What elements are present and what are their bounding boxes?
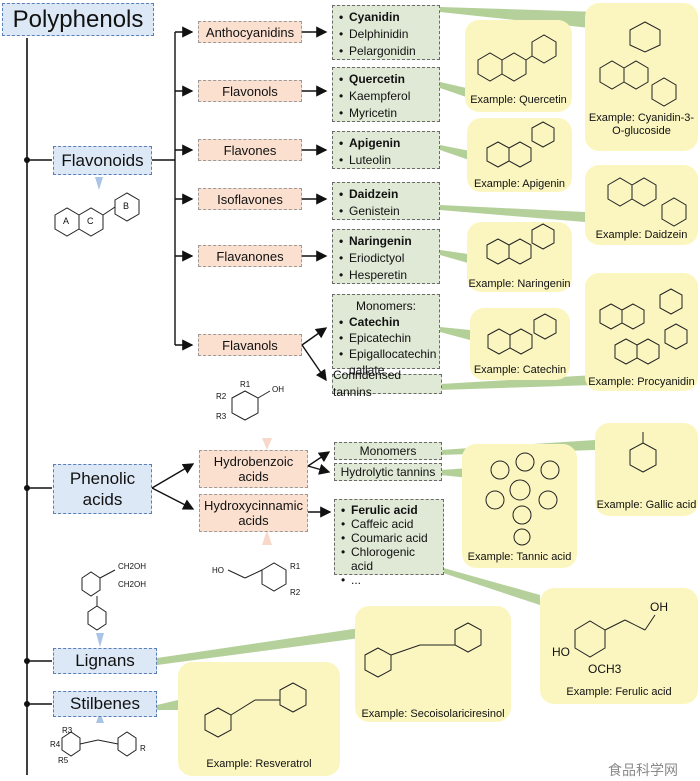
- compound-kaempferol: Kaempferol: [339, 88, 433, 105]
- caption-naringenin: Example: Naringenin: [468, 278, 571, 290]
- hydrobenzoic-label-1: Hydrobenzoic: [213, 454, 294, 469]
- compound-genistein: Genistein: [339, 203, 433, 220]
- ferulic-och3: OCH3: [588, 662, 622, 676]
- cinnamic-ho: HO: [212, 566, 224, 575]
- compound-myricetin: Myricetin: [339, 105, 433, 122]
- compound-chlorogenic-acid: Chlorogenic acid: [341, 545, 437, 573]
- class-phenolic-acids: Phenolic acids: [53, 464, 152, 514]
- compound-naringenin: Naringenin: [339, 233, 433, 250]
- caption-daidzein: Example: Daidzein: [595, 229, 688, 241]
- list-flavones: Apigenin Luteolin: [332, 131, 440, 169]
- subclass-flavonols: Flavonols: [198, 80, 302, 102]
- list-isoflavones: Daidzein Genistein: [332, 182, 440, 220]
- list-flavanols: Monomers: Catechin Epicatechin Epigalloc…: [332, 294, 440, 377]
- compound-epicatechin: Epicatechin: [339, 330, 433, 346]
- subclass-hydroxycinnamic-acids: Hydroxycinnamic acids: [199, 494, 308, 532]
- compound-quercetin: Quercetin: [339, 71, 433, 88]
- caption-gallic-acid: Example: Gallic acid: [596, 499, 697, 511]
- flavan-label-c: C: [87, 216, 94, 226]
- ferulic-oh: OH: [650, 600, 668, 614]
- compound-cyanidin: Cyanidin: [339, 9, 433, 26]
- list-flavanones: Naringenin Eriodictyol Hesperetin: [332, 229, 440, 284]
- caption-cyanidin: Example: Cyanidin-3- O-glucoside: [585, 112, 698, 138]
- list-hydroxycinnamic: Ferulic acid Caffeic acid Coumaric acid …: [334, 499, 444, 587]
- compound-hesperetin: Hesperetin: [339, 267, 433, 284]
- compound-apigenin: Apigenin: [339, 135, 433, 152]
- compound-delphinidin: Delphinidin: [339, 26, 433, 43]
- cinnamic-r1: R1: [290, 562, 301, 571]
- compound-epigallocatechin-cont: gallate: [349, 363, 385, 377]
- compound-epigallocatechin: Epigallocatechin: [339, 346, 436, 362]
- blue-pointer-wedges: [95, 177, 104, 723]
- compound-eriodictyol: Eriodictyol: [339, 250, 433, 267]
- benzoic-r1: R1: [240, 380, 251, 389]
- watermark: 食品科学网: [608, 763, 678, 779]
- list-anthocyanidins: Cyanidin Delphinidin Pelargonidin: [332, 5, 440, 60]
- benzoic-r3: R3: [216, 412, 227, 421]
- class-lignans: Lignans: [53, 648, 157, 674]
- compound-ellipsis: ...: [341, 573, 437, 587]
- stilbene-r5: R5: [58, 756, 69, 765]
- list-flavonols: Quercetin Kaempferol Myricetin: [332, 67, 440, 122]
- subclass-hydrobenzoic-acids: Hydrobenzoic acids: [199, 450, 308, 488]
- caption-procyanidin: Example: Procyanidin: [588, 376, 695, 388]
- stilbene-r3: R3: [62, 726, 73, 735]
- subclass-flavones: Flavones: [198, 139, 302, 161]
- flavan-label-a: A: [63, 216, 70, 226]
- title-polyphenols: Polyphenols: [2, 3, 154, 36]
- compound-pelargonidin: Pelargonidin: [339, 43, 433, 60]
- compound-catechin: Catechin: [339, 314, 433, 330]
- compound-ferulic-acid: Ferulic acid: [341, 503, 437, 517]
- hydroxycinnamic-label-2: acids: [238, 513, 269, 528]
- caption-cyanidin-line2: O-glucoside: [612, 125, 671, 137]
- caption-catechin: Example: Catechin: [473, 364, 567, 376]
- hydrolytic-tannins: Hydrolytic tannins: [334, 463, 442, 481]
- subclass-flavanones: Flavanones: [198, 245, 302, 267]
- stilbene-r: R: [140, 744, 146, 753]
- stilbene-r4: R4: [50, 740, 61, 749]
- panel-tannic-acid: [462, 444, 577, 568]
- benzoic-r2: R2: [216, 392, 227, 401]
- subclass-flavanols: Flavanols: [198, 334, 302, 356]
- phenolic-monomers: Monomers: [334, 442, 442, 460]
- hydroxycinnamic-label-1: Hydroxycinnamic: [204, 498, 303, 513]
- caption-cyanidin-line1: Example: Cyanidin-3-: [588, 112, 695, 124]
- subclass-anthocyanidins: Anthocyanidins: [198, 21, 302, 43]
- lignan-ch2oh-1: CH2OH: [118, 562, 147, 571]
- compound-luteolin: Luteolin: [339, 152, 433, 169]
- caption-quercetin: Example: Quercetin: [470, 94, 567, 106]
- caption-tannic-acid: Example: Tannic acid: [467, 551, 572, 563]
- caption-secoisolariciresinol: Example: Secoisolariciresinol: [361, 708, 505, 720]
- cinnamic-r2: R2: [290, 588, 301, 597]
- compound-daidzein: Daidzein: [339, 186, 433, 203]
- ferulic-ho: HO: [552, 645, 570, 659]
- benzoic-oh: OH: [272, 385, 284, 394]
- caption-apigenin: Example: Apigenin: [473, 178, 566, 190]
- caption-ferulic-acid: Example: Ferulic acid: [566, 686, 672, 698]
- subclass-isoflavones: Isoflavones: [198, 188, 302, 210]
- panel-procyanidin: [585, 273, 698, 391]
- class-stilbenes: Stilbenes: [53, 691, 157, 717]
- compound-caffeic-acid: Caffeic acid: [341, 517, 437, 531]
- lignan-ch2oh-2: CH2OH: [118, 580, 147, 589]
- flavan-label-b: B: [123, 201, 130, 211]
- caption-resveratrol: Example: Resveratrol: [206, 758, 312, 770]
- condensed-tannins: Conndensed tannins: [332, 368, 442, 399]
- hydrobenzoic-label-2: acids: [238, 469, 269, 484]
- class-flavonoids: Flavonoids: [53, 146, 152, 175]
- compound-coumaric-acid: Coumaric acid: [341, 531, 437, 545]
- panel-ferulic-acid: [540, 588, 698, 704]
- panel-secoisolariciresinol: [355, 606, 511, 722]
- flavanols-header: Monomers:: [355, 299, 417, 313]
